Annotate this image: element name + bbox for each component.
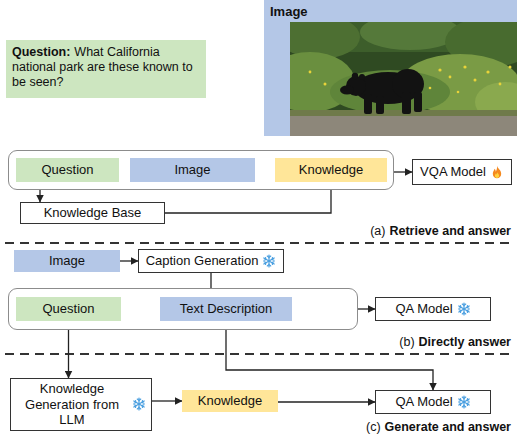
label-row: Text Description	[180, 301, 272, 317]
label-row: Knowledge	[299, 162, 363, 178]
node-label: Knowledge Base	[44, 205, 142, 221]
section-title: Directly answer	[419, 335, 511, 349]
section-letter: (b)	[399, 335, 414, 349]
node-label: Question	[42, 301, 94, 317]
snowflake-icon	[262, 254, 276, 268]
section-letter: (c)	[366, 420, 381, 434]
question-box: Question	[16, 297, 121, 321]
image-frame	[264, 0, 517, 22]
label-row: QA Model	[395, 301, 470, 317]
section-caption: (b) Directly answer	[399, 335, 511, 349]
snowflake-icon	[457, 302, 471, 316]
arrow-connector	[120, 260, 138, 261]
arrow-connector	[278, 401, 375, 402]
label-row: VQA Model	[420, 164, 504, 180]
arrow-connector	[394, 171, 412, 172]
knowledge-box: Knowledge	[275, 158, 387, 182]
knowledge-box: Knowledge	[182, 390, 278, 412]
label-row: Image	[174, 162, 210, 178]
knowledge-base-box: Knowledge Base	[20, 202, 165, 224]
label-row: Knowledge Generation from LLM	[16, 381, 146, 428]
model-box: QA Model	[375, 390, 491, 414]
arrow-connector	[226, 321, 433, 390]
section-title: Retrieve and answer	[389, 224, 511, 238]
section-divider	[5, 242, 512, 244]
node-label: Knowledge	[198, 393, 262, 409]
arrow-connector	[358, 308, 375, 309]
question-heading: Question:	[12, 45, 70, 59]
fire-icon	[490, 165, 504, 179]
process-box: Caption Generation	[138, 249, 284, 273]
node-label: VQA Model	[420, 164, 486, 180]
section-caption: (a) Retrieve and answer	[370, 224, 511, 238]
node-label: QA Model	[395, 301, 452, 317]
text-block: Question:What California national park a…	[12, 45, 200, 90]
node-label: Image	[49, 253, 85, 269]
label-row: Caption Generation	[146, 253, 277, 269]
node-label: Knowledge Generation from LLM	[16, 381, 128, 428]
input-group: Question Image Knowledge	[8, 150, 394, 190]
node-label: QA Model	[395, 394, 452, 410]
node-label: Question	[41, 162, 93, 178]
node-label: Image	[174, 162, 210, 178]
section-caption: (c) Generate and answer	[366, 420, 511, 434]
model-box: QA Model	[375, 297, 491, 321]
image-frame	[264, 0, 290, 136]
question-box: Question:What California national park a…	[6, 40, 206, 98]
label-row: Image	[49, 253, 85, 269]
section-letter: (a)	[370, 224, 385, 238]
image-box: Image	[130, 158, 255, 182]
label-row: Knowledge Base	[44, 205, 142, 221]
section-divider	[5, 353, 512, 355]
input-group: Question Text Description	[8, 288, 358, 330]
bear-photo	[290, 22, 517, 136]
process-box: Knowledge Generation from LLM	[10, 378, 152, 431]
arrow-connector	[39, 190, 40, 202]
image-panel: Image	[264, 0, 517, 136]
text-description-box: Text Description	[160, 297, 292, 321]
section-title: Generate and answer	[385, 420, 511, 434]
snowflake-icon	[457, 395, 471, 409]
label-row: Knowledge	[198, 393, 262, 409]
question-box: Question	[16, 158, 119, 182]
panel-title: Image	[270, 4, 308, 20]
image-box: Image	[14, 250, 120, 272]
label-row: Question	[41, 162, 93, 178]
node-label: Knowledge	[299, 162, 363, 178]
snowflake-icon	[132, 397, 146, 411]
label-row: QA Model	[395, 394, 470, 410]
model-box: VQA Model	[412, 159, 512, 185]
node-label: Text Description	[180, 301, 272, 317]
label-row: Question	[42, 301, 94, 317]
node-label: Caption Generation	[146, 253, 259, 269]
arrow-connector	[152, 400, 182, 401]
